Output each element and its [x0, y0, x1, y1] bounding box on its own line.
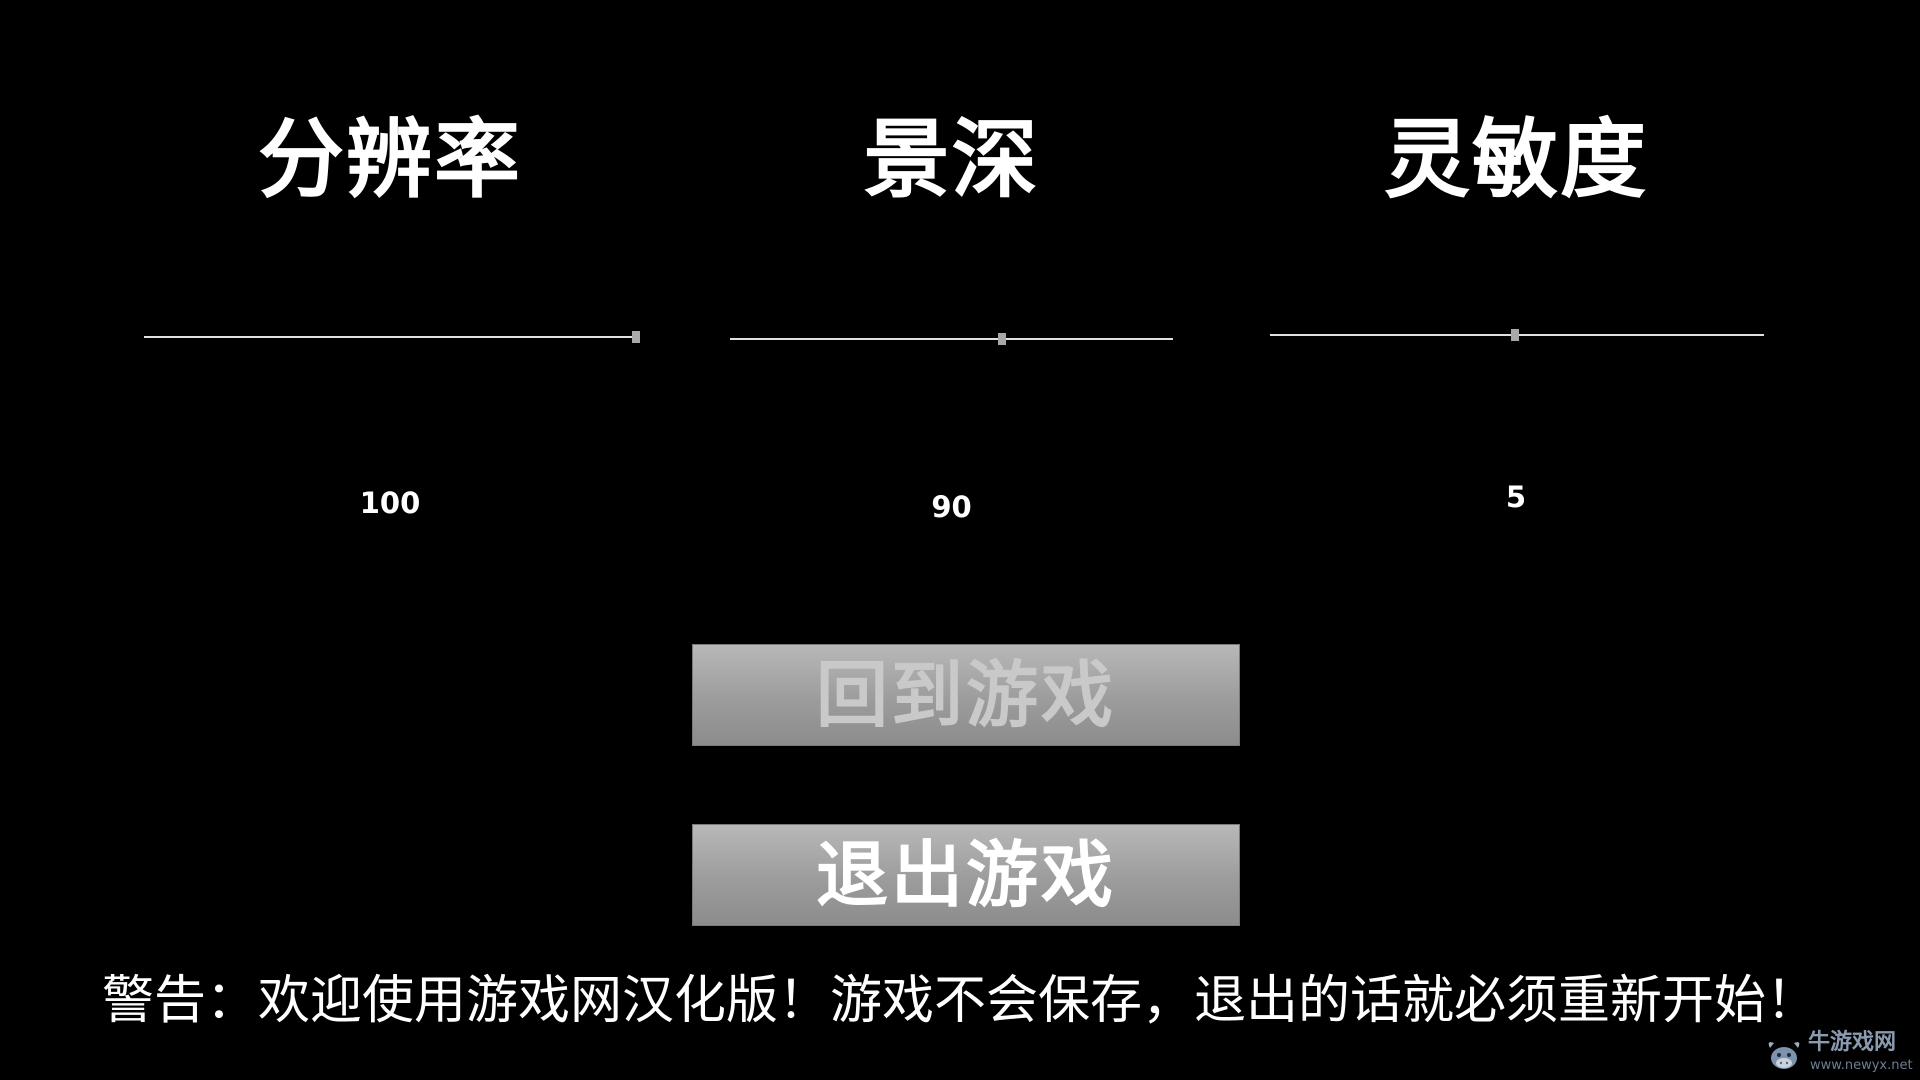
cow-logo-icon	[1768, 1042, 1800, 1069]
site-watermark: 牛游戏网 www.newyx.net	[1764, 1028, 1914, 1076]
watermark-site-name: 牛游戏网	[1808, 1030, 1897, 1055]
depth-of-field-setting: 景深 90	[730, 0, 1173, 560]
depth-of-field-slider[interactable]	[730, 324, 1173, 354]
slider-thumb[interactable]	[998, 333, 1007, 345]
sensitivity-value: 5	[1505, 480, 1527, 514]
resolution-slider[interactable]	[144, 322, 640, 352]
sensitivity-setting: 灵敏度 5	[1268, 0, 1764, 560]
sensitivity-slider[interactable]	[1270, 320, 1764, 350]
resolution-setting: 分辨率 100	[140, 0, 640, 560]
sensitivity-title: 灵敏度	[1384, 110, 1648, 210]
slider-track	[730, 338, 1173, 340]
warning-message: 警告：欢迎使用游戏网汉化版！游戏不会保存，退出的话就必须重新开始！	[101, 971, 1818, 1031]
exit-game-button[interactable]: 退出游戏	[692, 824, 1240, 926]
resolution-title: 分辨率	[258, 110, 522, 210]
slider-thumb[interactable]	[632, 331, 640, 343]
slider-thumb[interactable]	[1511, 329, 1519, 341]
resolution-value: 100	[359, 486, 421, 520]
slider-track	[144, 336, 640, 338]
depth-of-field-value: 90	[931, 490, 972, 524]
watermark-site-url: www.newyx.net	[1810, 1058, 1913, 1073]
return-to-game-button[interactable]: 回到游戏	[692, 644, 1240, 746]
depth-of-field-title: 景深	[863, 110, 1040, 210]
